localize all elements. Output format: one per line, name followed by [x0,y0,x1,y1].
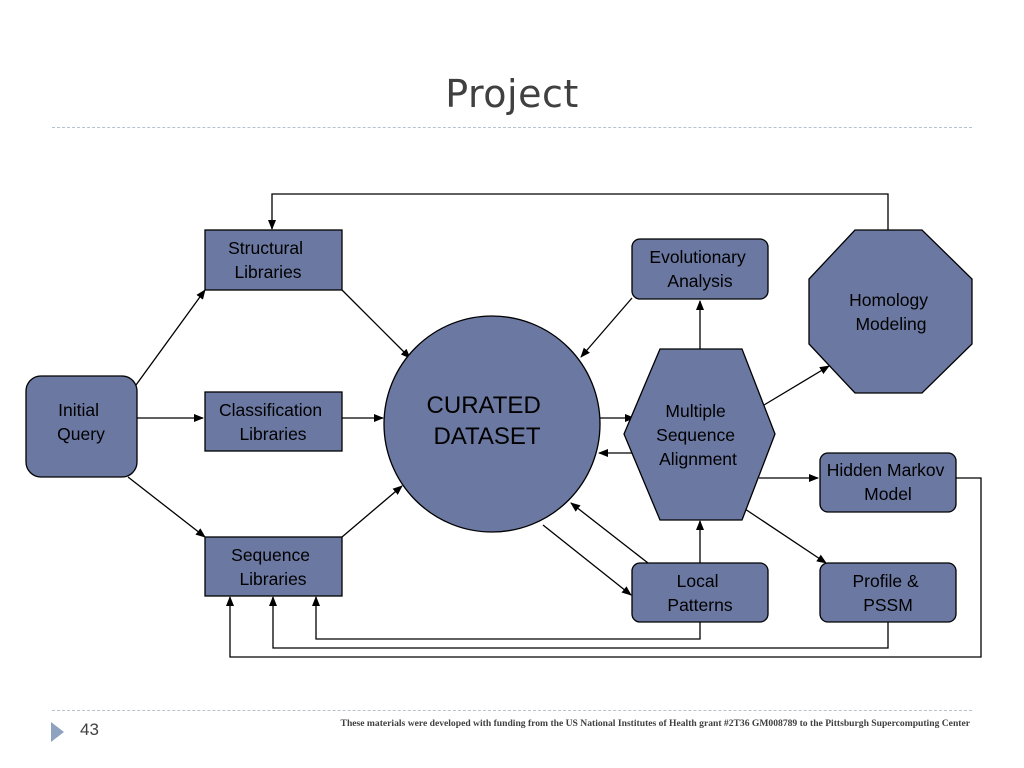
edge-evolutionary-to-curated [580,297,633,358]
edge-local-to-sequence [312,596,701,640]
evolutionary-analysis-label-line-1: Evolutionary [649,247,746,267]
initial-query-label: Initial Query [57,400,105,444]
edge-initial-to-sequence [127,476,206,538]
edge-curated-to-local [542,524,632,596]
structural-libraries-node [204,229,343,291]
hidden-markov-model-label-line-1: Hidden Markov [827,460,945,480]
local-patterns-label-line-1: Local [677,571,719,591]
edge-homology-to-structural [268,193,889,230]
sequence-libraries-label-line-2: Libraries [239,569,306,589]
hidden-markov-model-label: Hidden Markov Model [827,460,950,504]
homology-modeling-label-line-2: Modeling [855,314,926,334]
local-patterns-label: Local Patterns [667,571,732,615]
funding-note: These materials were developed with fund… [340,718,970,729]
sequence-libraries-label: Sequence Libraries [231,545,315,589]
edge-sequence-to-curated [341,485,403,538]
profile-pssm-label-line-2: PSSM [863,595,913,615]
edge-msa-to-profile [744,508,827,564]
classification-libraries-label-line-1: Classification [219,400,322,420]
page-number: 43 [80,720,99,739]
classification-libraries-label: Classification Libraries [219,400,327,444]
profile-pssm-label-line-1: Profile & [852,571,918,591]
edge-msa-to-homology [763,365,830,406]
workflow-diagram: Initial Query Structural Libraries Class… [25,193,982,658]
hidden-markov-model-node [819,452,957,513]
initial-query-node [25,375,138,478]
classification-libraries-node [204,391,343,452]
evolutionary-analysis-label: Evolutionary Analysis [649,247,750,291]
edge-hmm-to-sequence [226,477,982,658]
sequence-libraries-node [204,536,343,597]
multiple-sequence-alignment-label-line-3: Alignment [659,449,737,469]
edge-initial-to-structural [135,289,206,386]
multiple-sequence-alignment-label-line-1: Multiple [665,401,725,421]
hidden-markov-model-label-line-2: Model [864,484,912,504]
structural-libraries-label-line-1: Structural [228,238,303,258]
profile-pssm-node [819,562,957,623]
initial-query-label-line-2: Query [57,424,105,444]
homology-modeling-node [808,229,973,394]
play-arrow-icon [51,722,64,742]
title-divider [52,127,972,128]
slide-title: Project [445,72,579,116]
edge-structural-to-curated [341,289,411,359]
local-patterns-node [631,562,769,623]
curated-dataset-label-line-1: CURATED [427,392,541,419]
edge-profile-to-sequence [269,596,889,649]
local-patterns-label-line-2: Patterns [667,595,732,615]
edge-local-to-curated [570,502,649,564]
multiple-sequence-alignment-label: Multiple Sequence Alignment [656,401,740,469]
sequence-libraries-label-line-1: Sequence [231,545,310,565]
nodes [25,229,973,623]
evolutionary-analysis-node [631,238,769,300]
curated-dataset-label: CURATED DATASET [427,392,548,450]
initial-query-label-line-1: Initial [58,400,99,420]
structural-libraries-label-line-2: Libraries [234,262,301,282]
edges [127,193,982,658]
homology-modeling-label-line-1: Homology [849,290,928,310]
structural-libraries-label: Structural Libraries [228,238,308,282]
evolutionary-analysis-label-line-2: Analysis [667,271,732,291]
profile-pssm-label: Profile & PSSM [852,571,923,615]
multiple-sequence-alignment-node [623,348,776,521]
curated-dataset-node [383,315,601,533]
homology-modeling-label: Homology Modeling [849,290,933,334]
footer-divider [52,710,972,711]
curated-dataset-label-line-2: DATASET [433,423,540,450]
multiple-sequence-alignment-label-line-2: Sequence [656,425,735,445]
classification-libraries-label-line-2: Libraries [239,424,306,444]
